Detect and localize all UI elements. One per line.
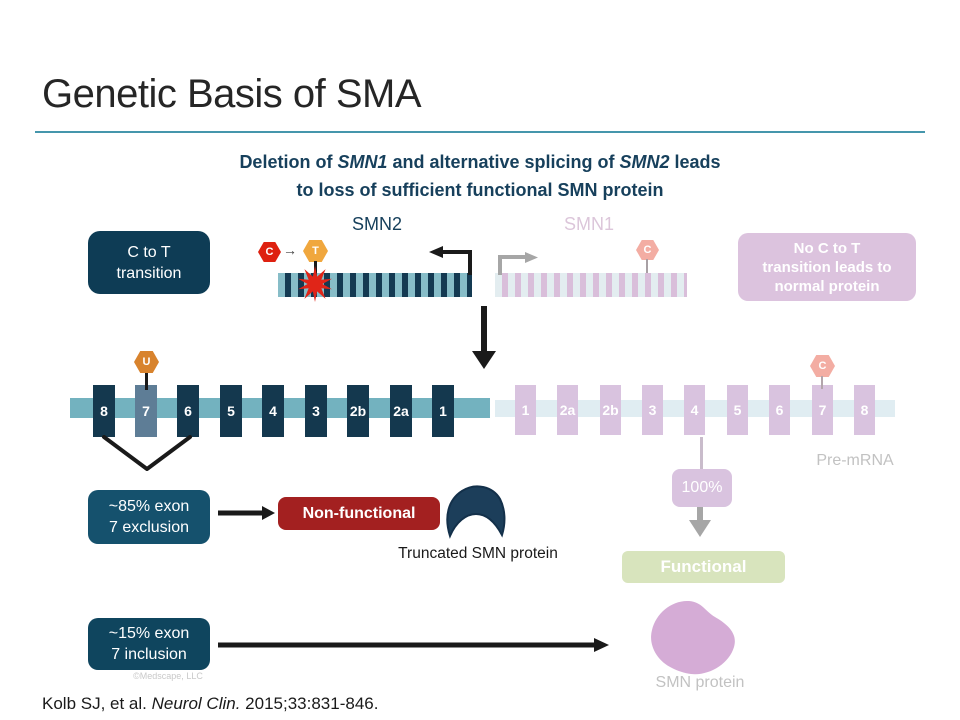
smn2-exon-4: 4 [262, 385, 284, 437]
inclusion-arrow-icon [218, 638, 609, 652]
u-hexagon-stem [145, 373, 148, 390]
smn1-exon-2b: 2b [600, 385, 621, 435]
smn2-exon-2a: 2a [390, 385, 412, 437]
nonfunctional-badge: Non-functional [278, 497, 440, 530]
smn2-transcription-arrow-icon [429, 246, 472, 275]
hexagon-t-icon: T [303, 240, 328, 262]
slide-subtitle: Deletion of SMN1 and alternative splicin… [0, 148, 960, 204]
subtitle-line-1: Deletion of SMN1 and alternative splicin… [239, 152, 721, 172]
smn1-hexagon-c-icon: C [636, 240, 659, 260]
smn1-exon-6: 6 [769, 385, 790, 435]
smn1-exon-8: 8 [854, 385, 875, 435]
smn1-gene-bar [495, 273, 687, 297]
percent-stem [700, 437, 703, 470]
gene-smn2-italic: SMN2 [619, 152, 670, 172]
smn1-exon-5: 5 [727, 385, 748, 435]
page-title: Genetic Basis of SMA [42, 72, 422, 116]
smn2-exon-6: 6 [177, 385, 199, 437]
truncated-protein-icon [446, 485, 506, 539]
smn2-exon-3: 3 [305, 385, 327, 437]
exclusion-arrow-icon [218, 506, 275, 520]
gene-smn1-italic: SMN1 [337, 152, 388, 172]
smn1-transcription-arrow-icon [498, 252, 538, 275]
subtitle-line-2: to loss of sufficient functional SMN pro… [296, 180, 664, 200]
smn1-c-hexagon-stem [646, 259, 648, 273]
medscape-watermark: ©Medscape, LLC [133, 671, 203, 681]
functional-badge: Functional [622, 551, 785, 583]
smn1-gene-label: SMN1 [563, 214, 614, 234]
smn2-gene-label: SMN2 [351, 214, 402, 234]
c-to-t-arrow-icon: → [283, 242, 297, 258]
no-c-to-t-callout: No C to T transition leads to normal pro… [738, 233, 916, 301]
smn2-exon-7-excluded: 7 [135, 385, 157, 437]
mutation-starburst-icon [298, 266, 332, 302]
citation: Kolb SJ, et al. Neurol Clin. 2015;33:831… [42, 694, 379, 713]
premrna-c-hexagon-stem [821, 376, 823, 389]
premrna-label: Pre-mRNA [816, 452, 894, 469]
smn-protein-label: SMN protein [655, 674, 745, 691]
smn-protein-icon [651, 600, 735, 675]
truncated-protein-label: Truncated SMN protein [398, 545, 558, 562]
smn1-exon-2a: 2a [557, 385, 578, 435]
smn2-exon-2b: 2b [347, 385, 369, 437]
functional-down-arrow-icon [689, 507, 711, 537]
smn1-premrna-hexagon-c-icon: C [810, 355, 835, 377]
smn1-exon-7: 7 [812, 385, 833, 435]
citation-journal: Neurol Clin. [151, 694, 241, 713]
inclusion-15-callout: ~15% exon 7 inclusion [88, 618, 210, 670]
hexagon-u-icon: U [134, 351, 159, 373]
smn1-exon-3: 3 [642, 385, 663, 435]
smn2-exon-8: 8 [93, 385, 115, 437]
smn1-exon-1: 1 [515, 385, 536, 435]
title-divider [35, 131, 925, 133]
c-to-t-transition-callout: C to T transition [88, 231, 210, 294]
percent-100-badge: 100% [672, 469, 732, 507]
exclusion-85-callout: ~85% exon 7 exclusion [88, 490, 210, 544]
exon7-splice-lines [102, 435, 192, 471]
splicing-down-arrow-icon [472, 306, 496, 369]
smn1-exon-4: 4 [684, 385, 705, 435]
smn2-exon-1: 1 [432, 385, 454, 437]
smn2-exon-5: 5 [220, 385, 242, 437]
hexagon-c-icon: C [258, 242, 281, 262]
